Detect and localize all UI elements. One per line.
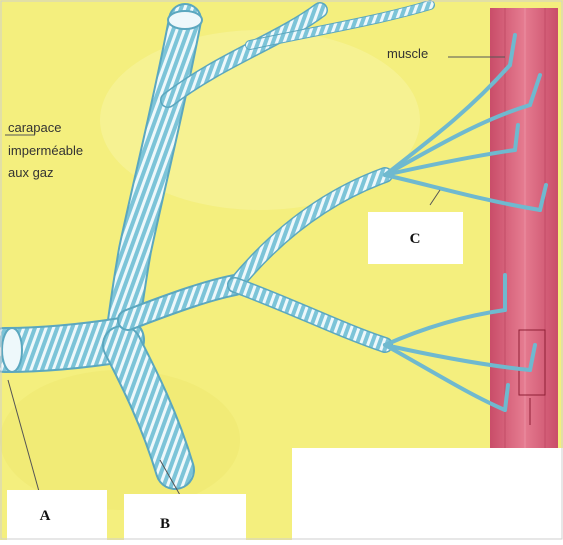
label-box-b: B	[124, 494, 246, 540]
label-b: B	[160, 516, 170, 532]
label-box-c: C	[368, 212, 463, 264]
label-a: A	[40, 508, 51, 524]
trachea-opening-top	[168, 11, 202, 29]
muscle-label: muscle	[387, 46, 428, 61]
carapace-label-line3: aux gaz	[8, 165, 54, 180]
blank-box	[292, 448, 563, 540]
trachea-opening-left	[2, 328, 22, 372]
label-c: C	[410, 231, 421, 247]
label-box-a: A	[7, 490, 107, 540]
carapace-label-line2: imperméable	[8, 143, 83, 158]
carapace-label-line1: carapace	[8, 120, 61, 135]
